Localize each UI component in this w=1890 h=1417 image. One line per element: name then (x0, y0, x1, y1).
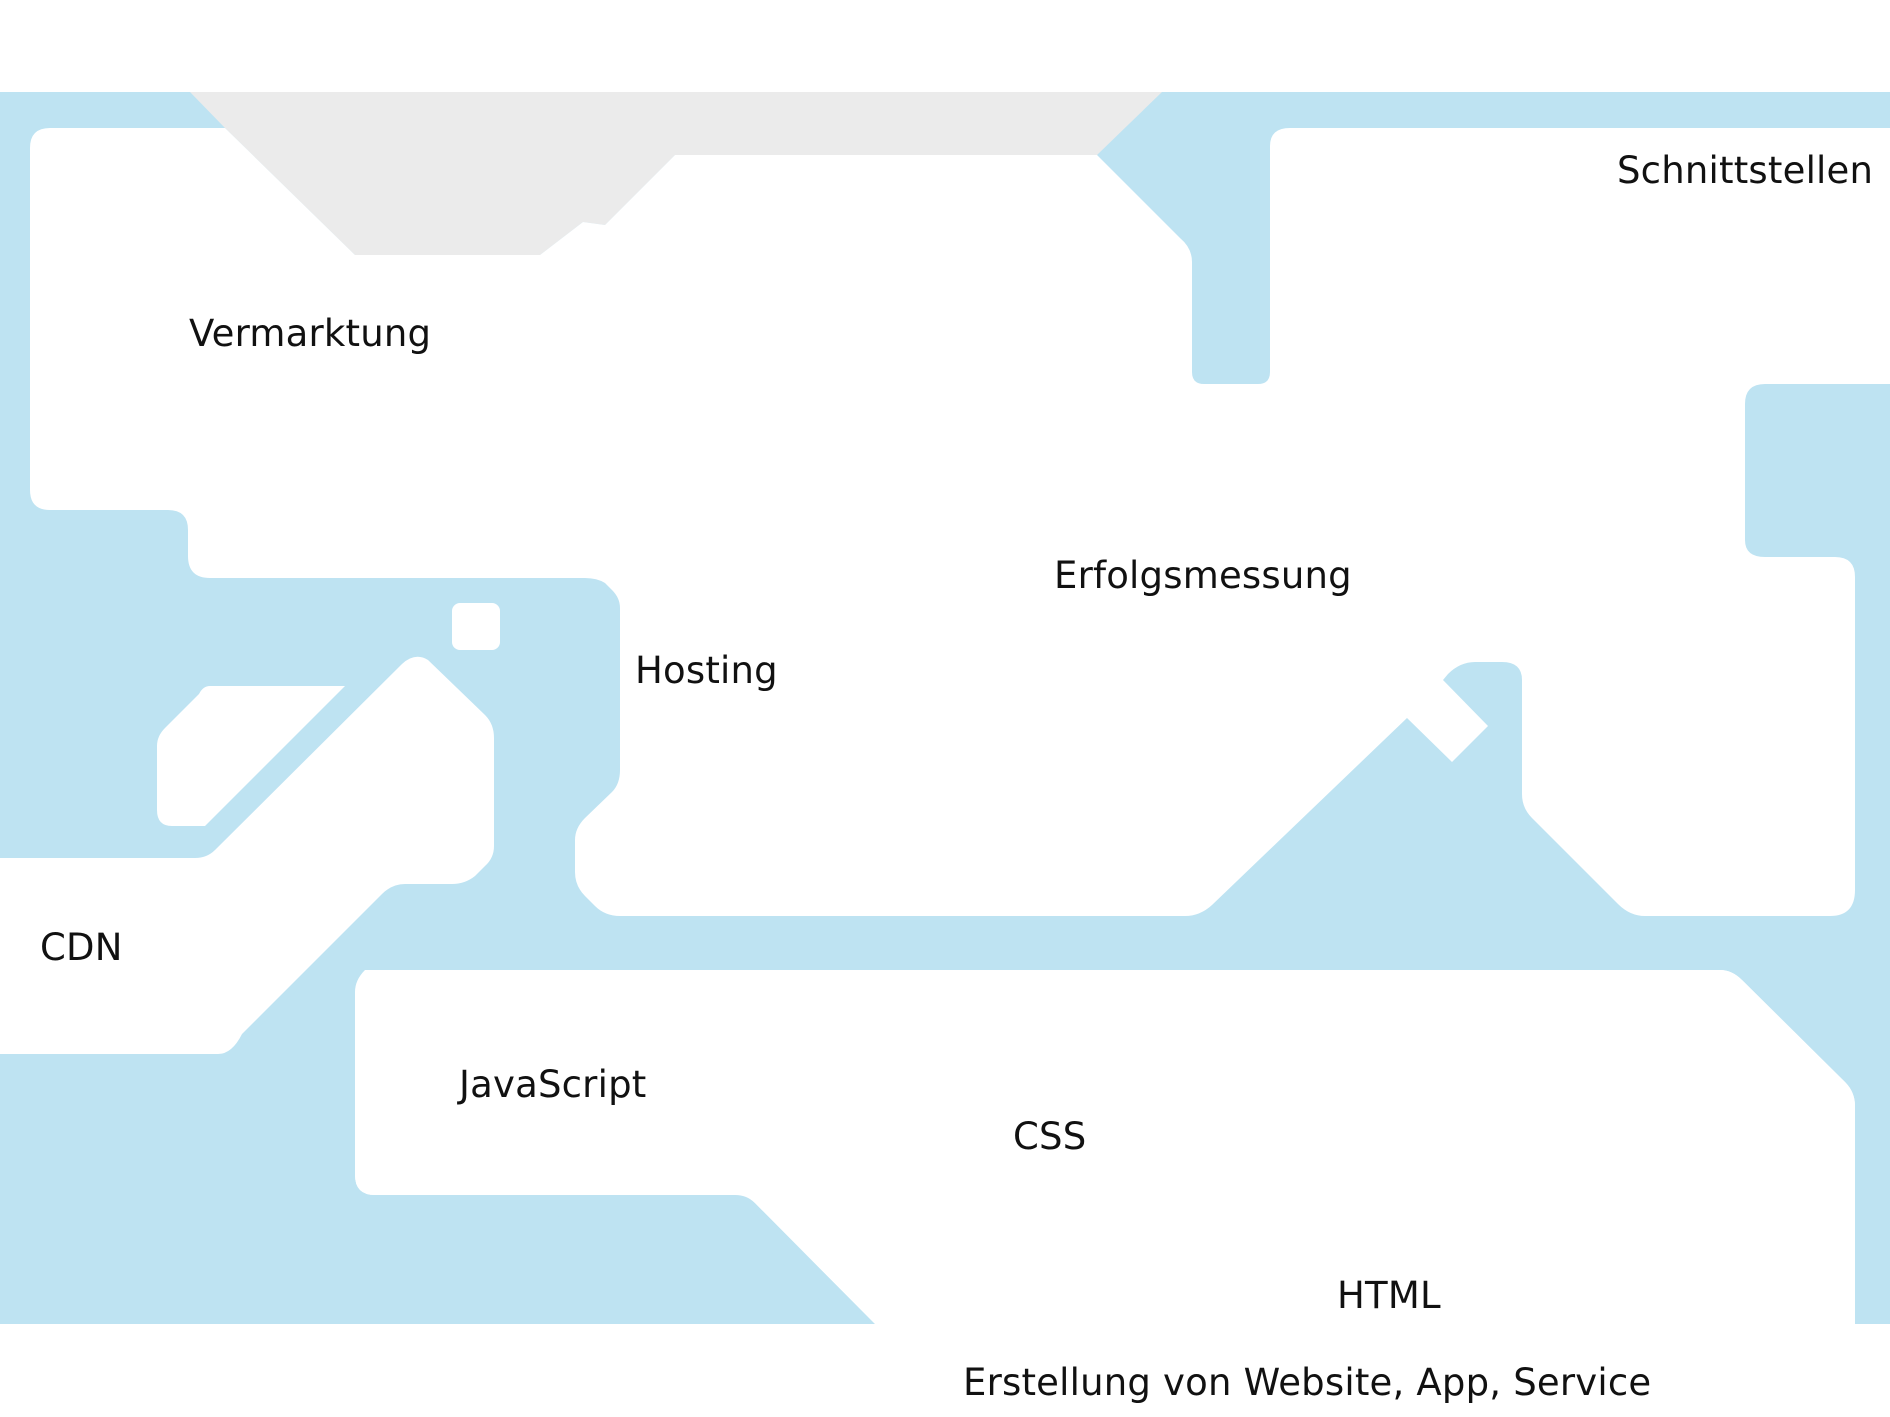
label-javascript: JavaScript (459, 1063, 647, 1106)
label-erstellung: Erstellung von Website, App, Service (963, 1361, 1652, 1404)
label-schnittstellen: Schnittstellen (1617, 149, 1874, 192)
label-vermarktung: Vermarktung (189, 312, 432, 355)
label-cdn: CDN (40, 926, 123, 969)
bottom-lagoon (0, 896, 875, 1324)
label-html: HTML (1337, 1274, 1441, 1317)
region-cdn (0, 656, 494, 1054)
region-vermarktung-erfolgsmessung (30, 128, 1890, 916)
label-erfolgsmessung: Erfolgsmessung (1054, 554, 1352, 597)
left-island (157, 686, 345, 826)
top-strip (190, 92, 1162, 255)
small-island (452, 603, 500, 650)
region-javascript (355, 970, 1855, 1324)
label-css: CSS (1013, 1115, 1087, 1158)
label-hosting: Hosting (635, 649, 778, 692)
